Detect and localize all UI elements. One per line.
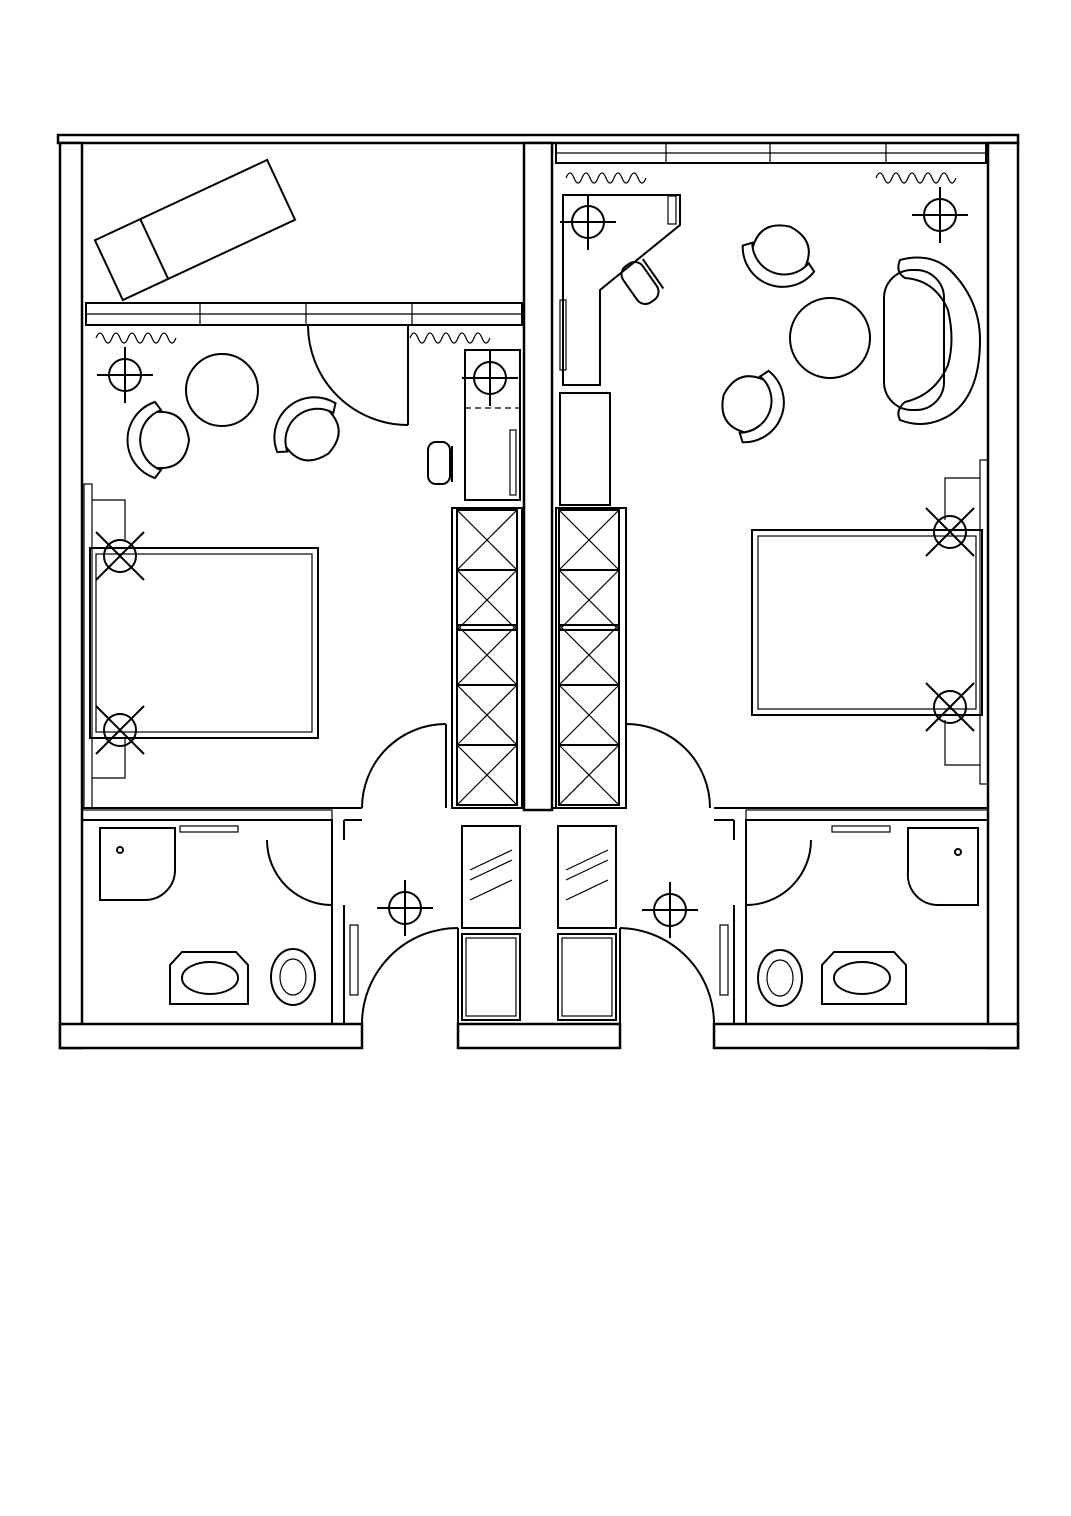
table-left	[185, 353, 259, 427]
desk-right	[559, 194, 681, 386]
bottom-wall-center	[456, 1022, 622, 1050]
light-icon	[911, 186, 969, 244]
left-unit-furniture	[83, 349, 523, 1021]
desk-chair	[427, 441, 451, 485]
desk-left	[464, 349, 521, 501]
toilet	[757, 949, 803, 1007]
bed-lamp-icon	[925, 682, 975, 732]
bathroom-right	[757, 825, 979, 1007]
bed-right	[751, 529, 983, 716]
bed-lamp-icon	[925, 507, 975, 557]
light-icon	[461, 349, 519, 407]
bath-door-right[interactable]	[745, 839, 812, 906]
sink	[169, 951, 249, 1005]
sink	[821, 951, 907, 1005]
window-right	[555, 142, 987, 164]
light-icon	[376, 879, 434, 937]
shower	[906, 827, 979, 907]
entrance-door-right[interactable]	[619, 927, 715, 1025]
entry-cabinet-left	[461, 825, 521, 1021]
mirror	[349, 924, 359, 996]
armchair	[126, 401, 190, 479]
armchair	[732, 212, 827, 299]
center-wall	[522, 141, 554, 812]
bed-lamp-icon	[95, 531, 145, 581]
room-door-left[interactable]	[361, 723, 447, 809]
bath-top-left	[81, 809, 333, 821]
bed-left	[89, 547, 319, 739]
mirror	[719, 924, 729, 996]
light-icon	[641, 881, 699, 939]
table-right	[789, 297, 871, 379]
left-wall	[58, 141, 84, 1050]
wardrobe-left	[451, 507, 523, 809]
right-unit-furniture	[555, 194, 989, 1021]
balcony-door[interactable]	[307, 324, 409, 426]
toilet	[270, 948, 316, 1006]
armchair	[258, 381, 359, 480]
sofa	[883, 256, 982, 425]
bath-door-left[interactable]	[266, 839, 333, 906]
light-icon	[559, 193, 617, 251]
room-door-right[interactable]	[625, 723, 711, 809]
bottom-wall-right	[712, 1022, 1020, 1050]
light-icon	[96, 346, 154, 404]
desk-chair	[620, 258, 665, 305]
window-left	[85, 302, 523, 326]
bath-wall-right	[714, 807, 988, 1024]
entrance-door-left[interactable]	[361, 927, 459, 1025]
bath-top-right	[745, 809, 989, 821]
right-wall	[986, 141, 1020, 1050]
chaise-lounge	[93, 158, 297, 302]
shower	[99, 827, 176, 901]
cabinet-right	[559, 392, 611, 506]
walls	[56, 133, 1020, 1050]
bed-lamp-icon	[95, 705, 145, 755]
bathroom-left	[99, 825, 316, 1006]
bottom-wall-left	[58, 1022, 364, 1050]
entry-cabinet-right	[557, 825, 617, 1021]
armchair	[709, 358, 796, 453]
wardrobe-right	[555, 507, 627, 809]
